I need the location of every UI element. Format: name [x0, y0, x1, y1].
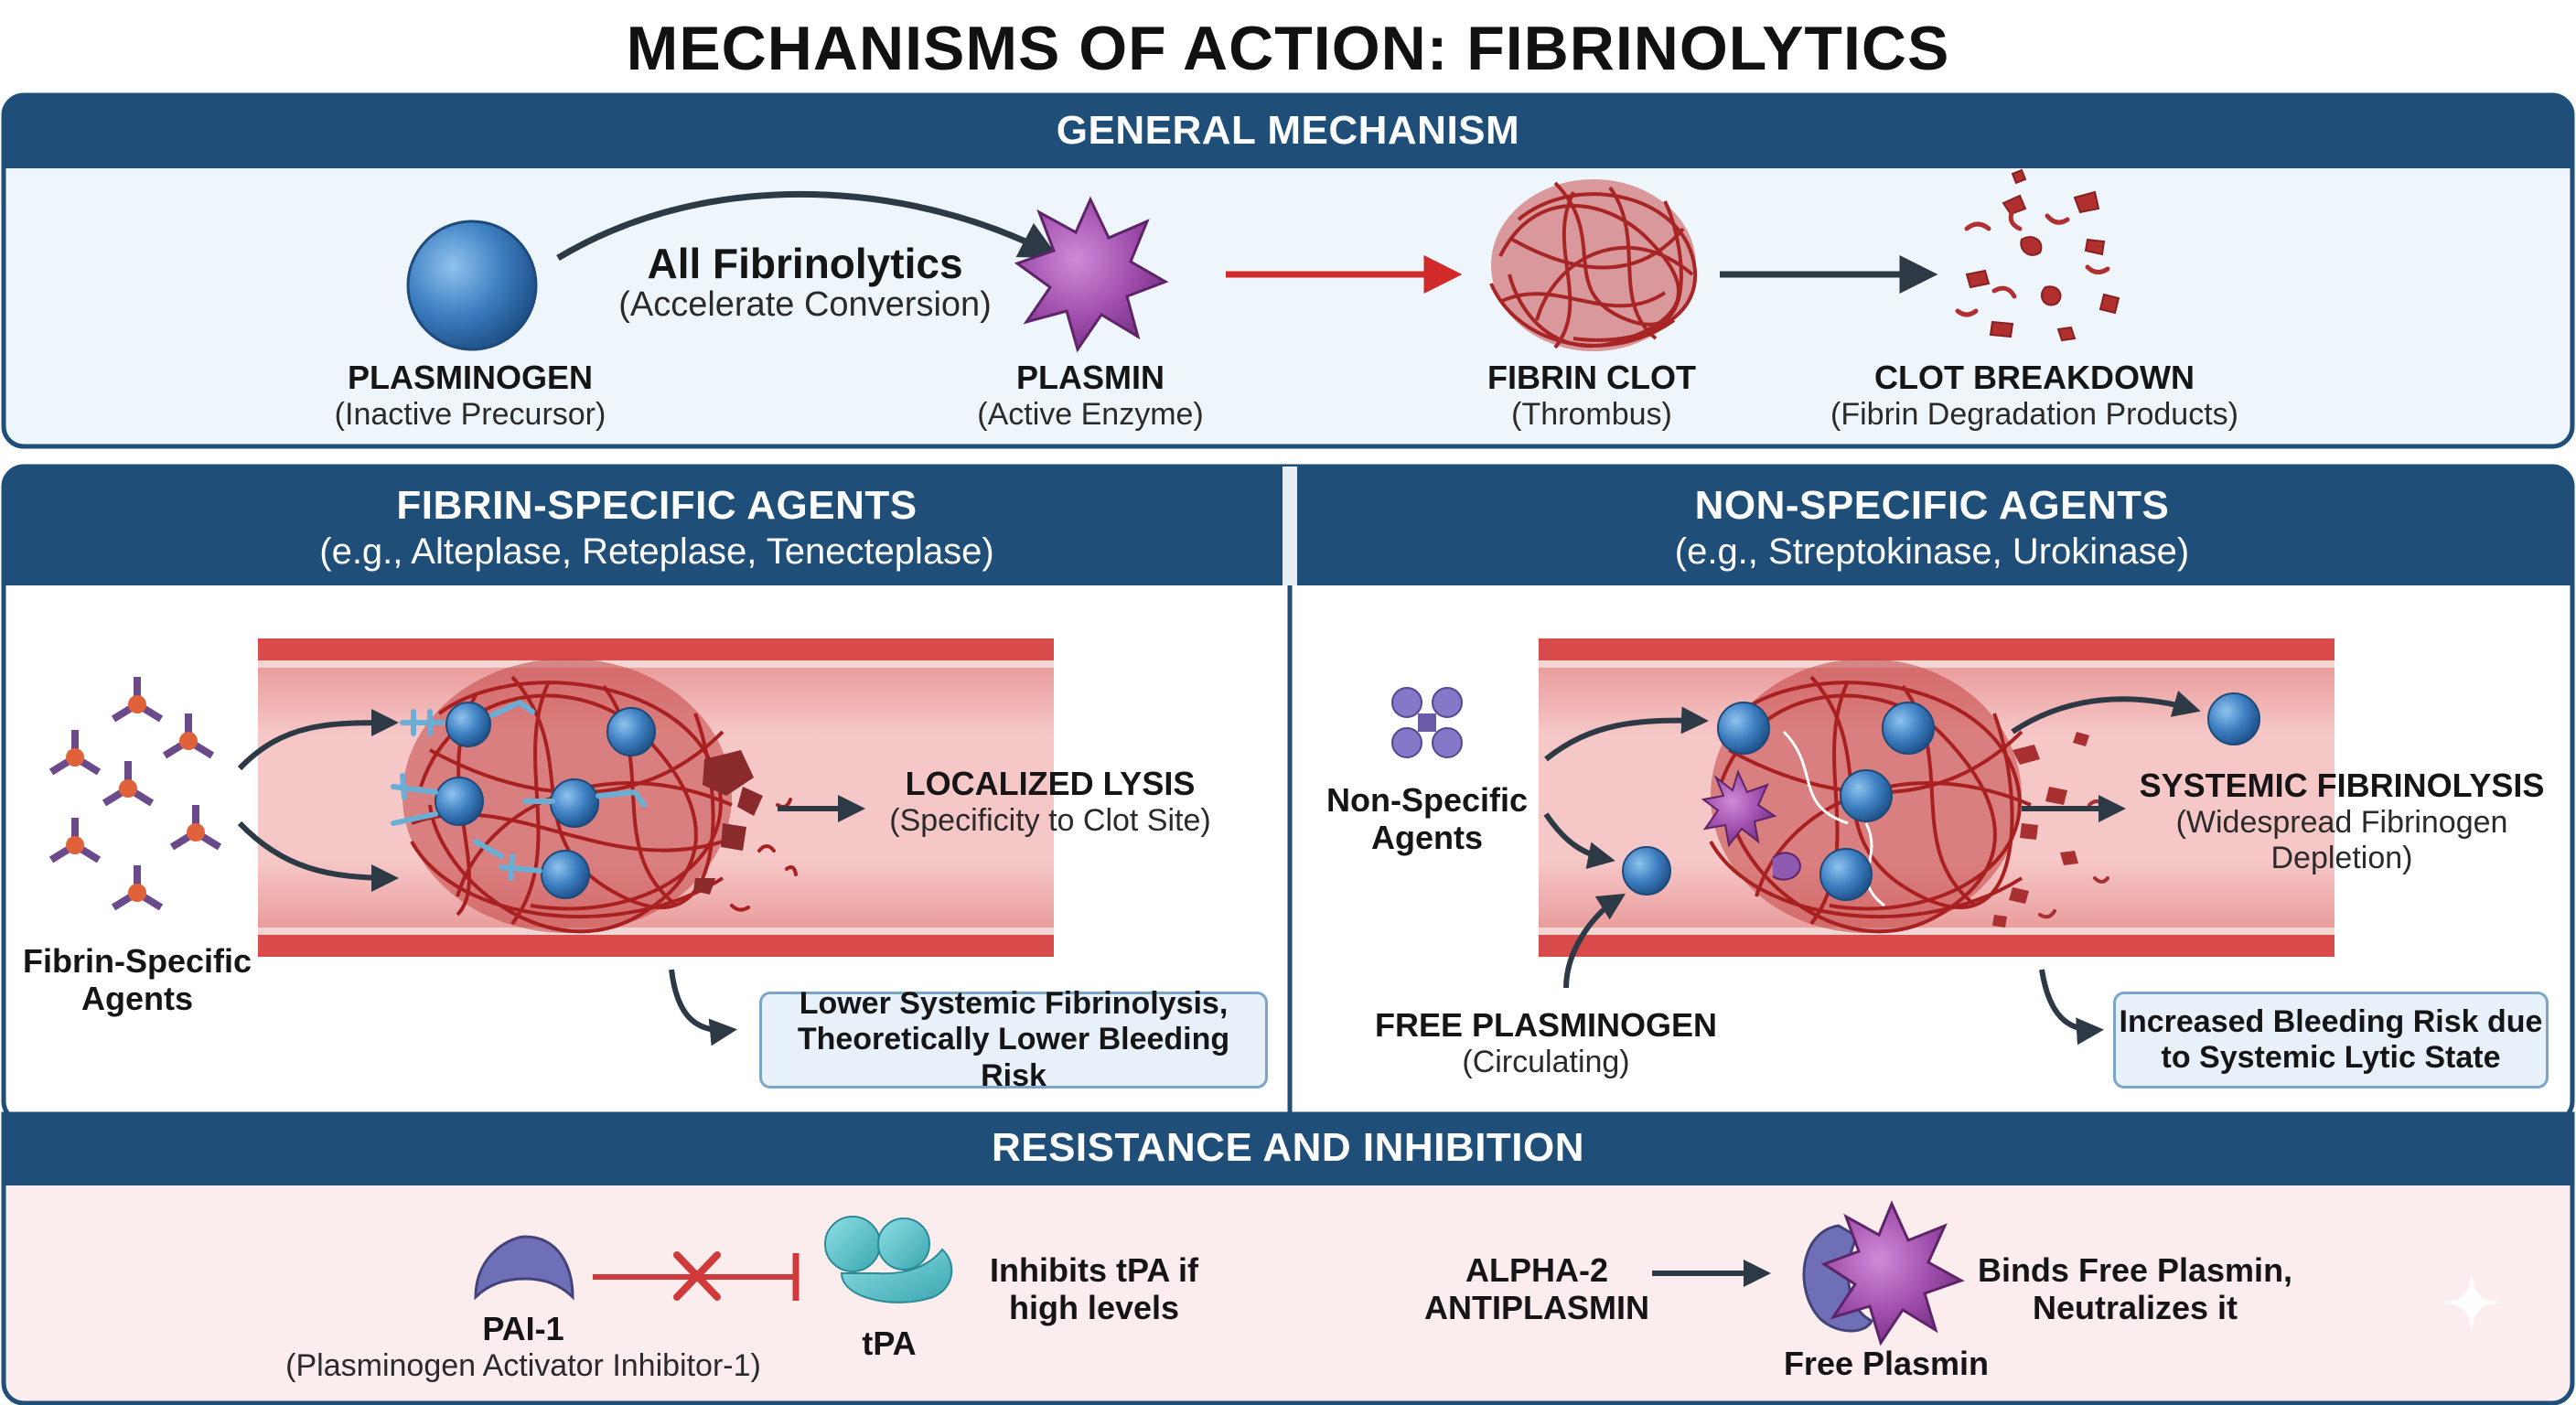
systemic-fibrinolysis-desc: (Widespread Fibrinogen Depletion): [2175, 805, 2508, 876]
plasminogen-label: PLASMINOGEN: [347, 359, 594, 396]
fibrin-clot-icon: [1489, 179, 1698, 351]
free-plasmin-icon: [1802, 1200, 1965, 1346]
free-plasminogen-desc: (Circulating): [1462, 1045, 1630, 1079]
plasmin-label: PLASMIN: [1016, 359, 1165, 396]
fibrin-specific-agents-label: Fibrin-Specific Agents: [22, 942, 252, 1018]
plasmin-star-icon: [1014, 196, 1169, 353]
alpha-2-antiplasmin-label: ALPHA-2 ANTIPLASMIN: [1424, 1251, 1649, 1327]
plasminogen-sphere-icon: [406, 220, 538, 351]
clot-breakdown-desc: (Fibrin Degradation Products): [1830, 397, 2238, 432]
all-fibrinolytics-label: All Fibrinolytics: [647, 240, 963, 287]
pai-1-label: PAI-1: [482, 1310, 564, 1347]
fibrin-clot-label: FIBRIN CLOT: [1487, 359, 1696, 396]
localized-lysis-desc: (Specificity to Clot Site): [889, 803, 1211, 838]
fibrin-specific-callout: Lower Systemic Fibrinolysis,Theoreticall…: [759, 986, 1268, 1093]
clot-breakdown-label: CLOT BREAKDOWN: [1874, 359, 2195, 396]
conversion-arrow: [556, 190, 1059, 262]
accelerate-conversion-label: (Accelerate Conversion): [618, 285, 992, 324]
page-title: MECHANISMS OF ACTION: FIBRINOLYTICS: [626, 14, 1950, 83]
tpa-note: Inhibits tPA if high levels: [990, 1251, 1198, 1327]
pai-1-desc: (Plasminogen Activator Inhibitor-1): [285, 1348, 761, 1383]
resistance-header: RESISTANCE AND INHIBITION: [991, 1125, 1585, 1170]
free-plasminogen-label: FREE PLASMINOGEN: [1374, 1006, 1718, 1044]
tpa-icon: [824, 1216, 953, 1303]
localized-lysis-label: LOCALIZED LYSIS: [905, 765, 1196, 802]
fibrin-specific-agents-icon: [48, 677, 222, 911]
fibrin-fragments-icon: [1965, 168, 2120, 342]
fibrin-clot-desc: (Thrombus): [1511, 397, 1672, 432]
fibrin-specific-examples: (e.g., Alteplase, Reteplase, Tenecteplas…: [319, 531, 994, 572]
free-plasmin-label: Free Plasmin: [1783, 1345, 1990, 1382]
pai-1-icon: [474, 1235, 574, 1301]
fibrin-specific-header: FIBRIN-SPECIFIC AGENTS: [396, 483, 918, 528]
systemic-fibrinolysis-label: SYSTEMIC FIBRINOLYSIS: [2139, 767, 2545, 804]
plasmin-desc: (Active Enzyme): [977, 397, 1204, 432]
plasminogen-desc: (Inactive Precursor): [334, 397, 606, 432]
bound-agent-connectors-left: [391, 699, 647, 881]
non-specific-agents-icon: [1391, 687, 1463, 758]
sparkle-icon: [2442, 1273, 2501, 1332]
tpa-label: tPA: [862, 1325, 917, 1362]
plasminogen-right-icon: [1622, 692, 2260, 901]
non-specific-agents-label: Non-Specific Agents: [1326, 781, 1529, 857]
binds-free-plasmin-note: Binds Free Plasmin, Neutralizes it: [1977, 1251, 2293, 1327]
bound-plasminogen-left-icon: [435, 702, 656, 899]
inhibit-x-icon: [673, 1251, 721, 1301]
non-specific-header: NON-SPECIFIC AGENTS: [1694, 483, 2170, 528]
plasmin-right-icon: [1701, 769, 1777, 848]
general-mechanism-header: GENERAL MECHANISM: [1056, 108, 1520, 153]
non-specific-examples: (e.g., Streptokinase, Urokinase): [1674, 531, 2190, 572]
